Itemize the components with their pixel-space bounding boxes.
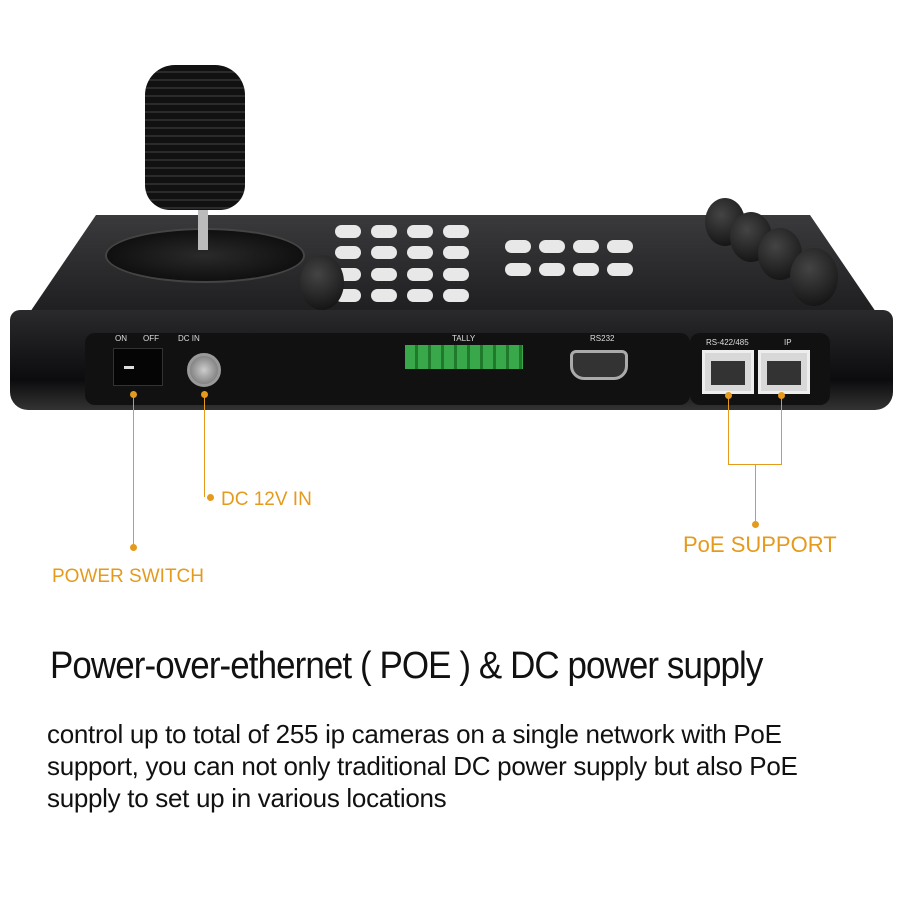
callout-dot — [130, 544, 137, 551]
callout-dot — [725, 392, 732, 399]
poe-callout: PoE SUPPORT — [683, 532, 837, 557]
rs232-label: RS232 — [590, 334, 615, 343]
callout-line — [204, 395, 205, 497]
tally-label: TALLY — [452, 334, 476, 343]
on-label: ON — [115, 334, 127, 343]
rs232-port[interactable] — [570, 350, 628, 380]
joystick-shaft — [198, 190, 208, 250]
callout-line — [755, 465, 756, 525]
callout-dot — [752, 521, 759, 528]
tally-connector[interactable] — [405, 345, 523, 369]
callout-bracket — [728, 396, 782, 465]
zoom-knob[interactable] — [300, 255, 344, 310]
dc-in-label: DC IN — [178, 334, 200, 343]
off-label: OFF — [143, 334, 159, 343]
description: control up to total of 255 ip cameras on… — [47, 719, 798, 813]
callout-dot — [207, 494, 214, 501]
callout-line — [133, 395, 134, 548]
callout-dot — [201, 391, 208, 398]
keypad[interactable] — [335, 225, 480, 305]
ip-label: IP — [784, 338, 792, 347]
rs422-port[interactable] — [702, 350, 754, 394]
function-keys[interactable] — [505, 240, 645, 280]
joystick-handle[interactable] — [145, 65, 245, 210]
ip-port[interactable] — [758, 350, 810, 394]
dc-in-jack[interactable] — [187, 353, 221, 387]
page-heading: Power-over-ethernet ( POE ) & DC power s… — [50, 645, 763, 687]
callout-dot — [130, 391, 137, 398]
power-switch-callout: POWER SWITCH — [52, 566, 204, 587]
rs422-label: RS-422/485 — [706, 338, 749, 347]
callout-dot — [778, 392, 785, 399]
dc-in-callout: DC 12V IN — [221, 489, 312, 510]
power-switch[interactable] — [113, 348, 163, 386]
knob-4[interactable] — [790, 248, 838, 306]
